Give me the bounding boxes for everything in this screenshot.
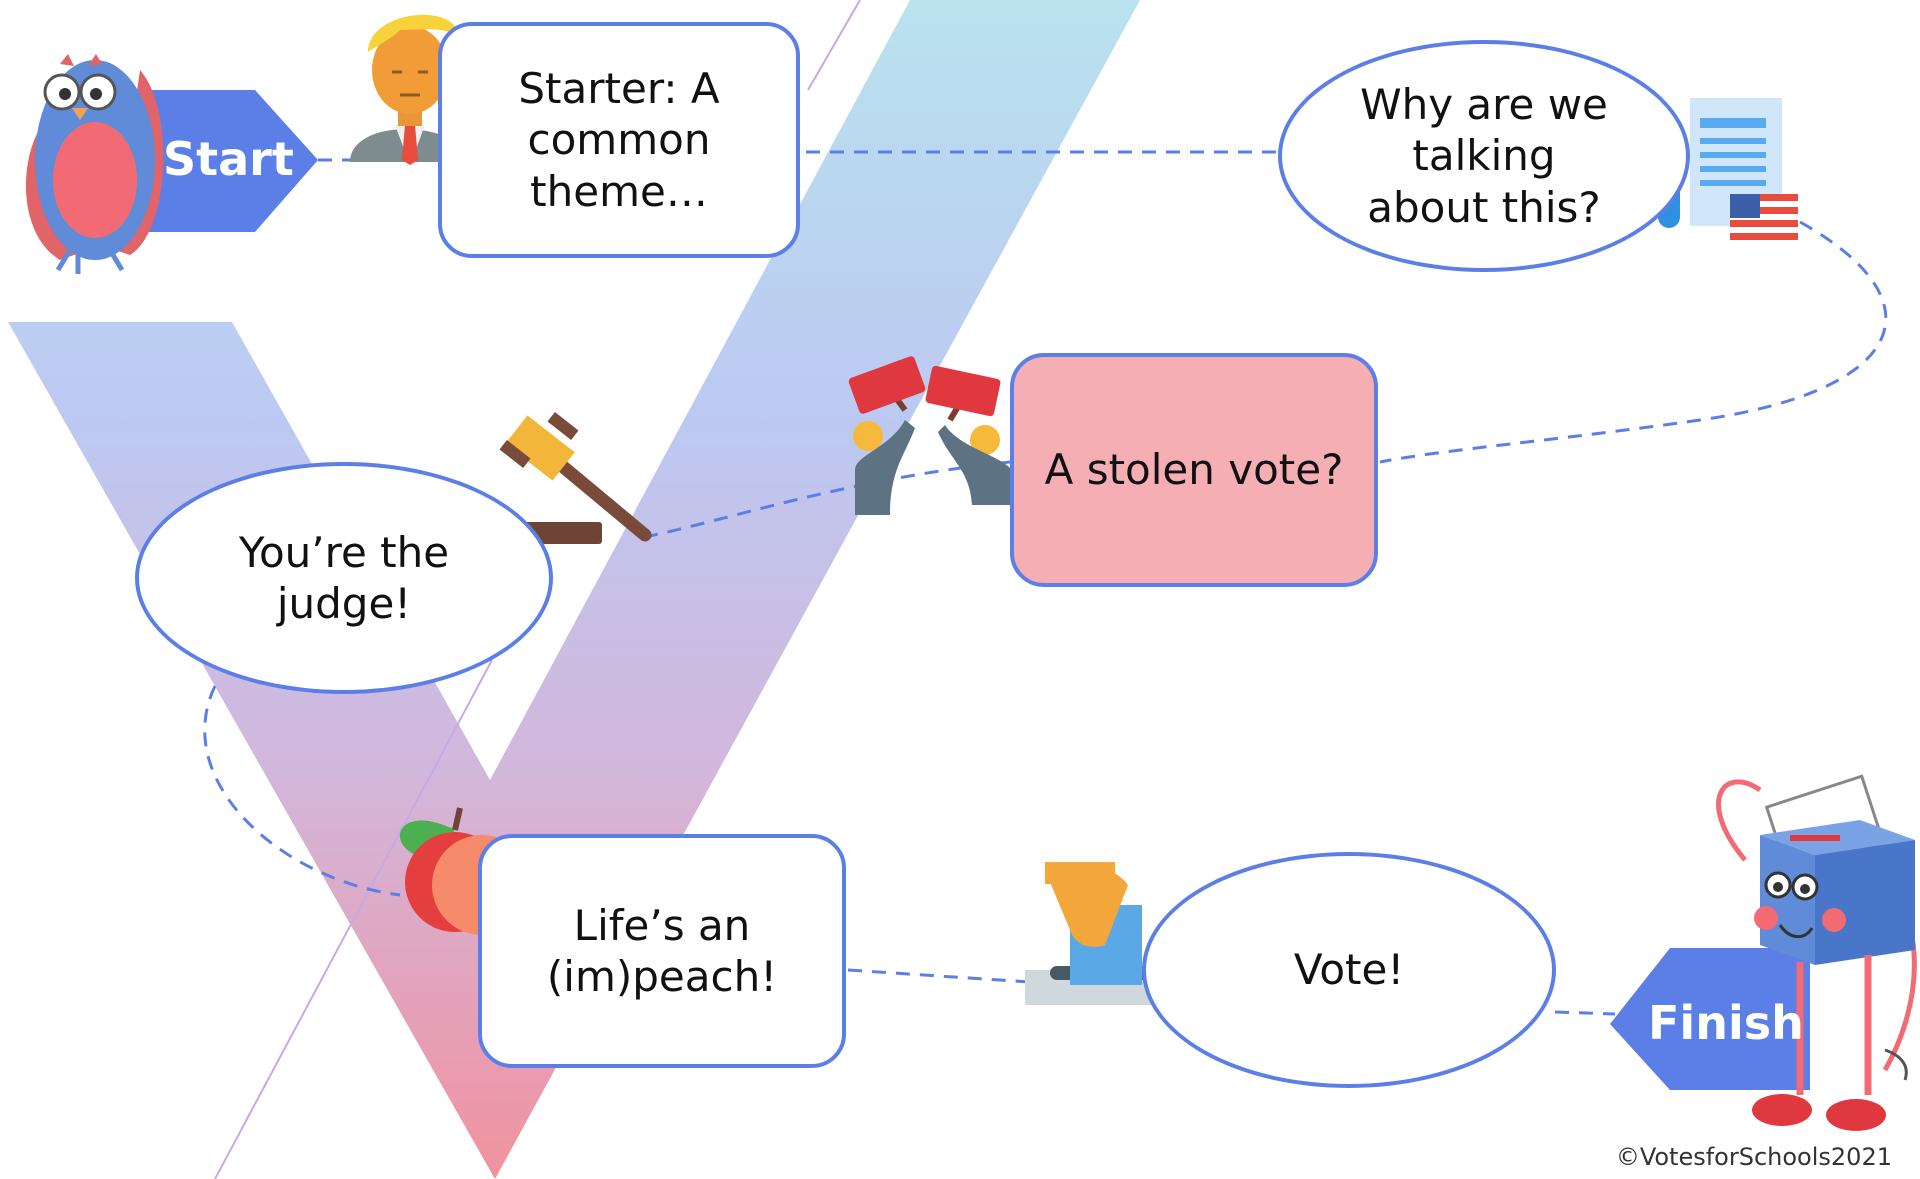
why-text: Why are we talking about this? xyxy=(1360,80,1608,232)
ballot-box-mascot-icon xyxy=(1716,774,1917,1131)
connector-impeach-vote xyxy=(847,968,1031,984)
connector-vote-finish xyxy=(1554,1010,1616,1016)
finish-arrow xyxy=(1610,948,1810,1090)
starter-text: Starter: A common theme… xyxy=(518,64,720,216)
copyright-text: ©VotesforSchools2021 xyxy=(1615,1143,1892,1171)
connector-why-stolen xyxy=(1379,220,1888,464)
connector-stolen-judge xyxy=(639,460,1011,540)
gavel-icon xyxy=(499,412,652,544)
owl-mascot-icon xyxy=(25,54,164,274)
document-flag-icon xyxy=(1658,98,1798,240)
starter-node[interactable]: Starter: A common theme… xyxy=(438,22,800,258)
decor-line xyxy=(214,659,493,1179)
judge-node[interactable]: You’re the judge! xyxy=(135,462,553,694)
start-label: Start xyxy=(163,132,294,186)
impeach-text: Life’s an (im)peach! xyxy=(546,900,778,1001)
stolen-vote-node[interactable]: A stolen vote? xyxy=(1010,353,1378,587)
judge-text: You’re the judge! xyxy=(238,527,450,628)
connector-judge-impeach xyxy=(203,685,401,897)
impeach-node[interactable]: Life’s an (im)peach! xyxy=(478,834,846,1068)
v-logo-shape xyxy=(8,0,1140,1179)
protest-signs-icon xyxy=(848,356,1012,515)
decor-line xyxy=(807,0,861,91)
why-node[interactable]: Why are we talking about this? xyxy=(1278,40,1690,272)
finish-label: Finish xyxy=(1648,996,1804,1050)
vote-text: Vote! xyxy=(1293,945,1405,995)
vote-node[interactable]: Vote! xyxy=(1142,852,1556,1088)
stolen-vote-text: A stolen vote? xyxy=(1044,445,1344,495)
